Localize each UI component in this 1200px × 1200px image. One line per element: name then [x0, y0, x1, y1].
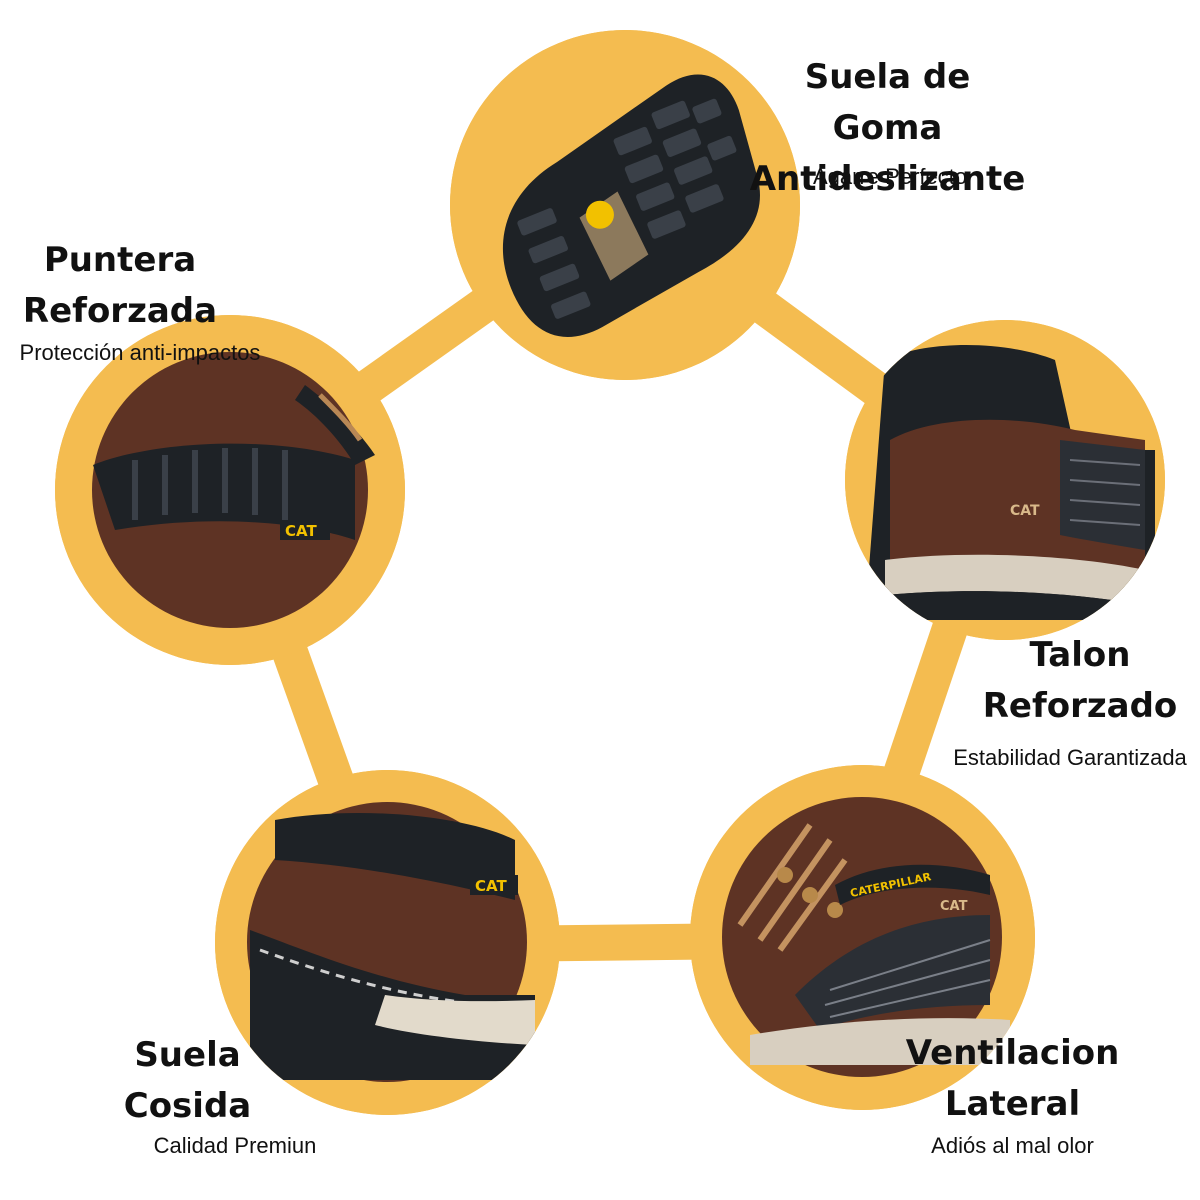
- toe-photo-circle: CAT: [55, 315, 405, 665]
- stitched-sole-photo: CAT: [215, 770, 560, 1115]
- sole-title: Suela de Goma Antideslizante: [745, 52, 1030, 205]
- toe-title: Puntera Reforzada: [0, 235, 240, 337]
- sole-subtitle: Agarre Perfecto: [812, 164, 968, 189]
- sole-title-line2: Antideslizante: [749, 159, 1026, 199]
- heel-title-line2: Reforzado: [982, 686, 1178, 726]
- vent-photo-circle: CATERPILLAR CAT: [690, 765, 1035, 1110]
- svg-text:CAT: CAT: [1010, 503, 1040, 519]
- svg-text:CAT: CAT: [475, 877, 507, 895]
- svg-text:CAT: CAT: [285, 522, 317, 540]
- vent-subtitle: Adiós al mal olor: [931, 1133, 1094, 1158]
- heel-title: Talon Reforzado: [965, 630, 1195, 732]
- stitched-title: Suela Cosida: [90, 1030, 285, 1132]
- sole-photo-circle: [450, 30, 800, 380]
- toe-subtitle: Protección anti-impactos: [19, 340, 261, 365]
- vent-title-line1: Ventilacion: [905, 1033, 1120, 1073]
- stitched-photo-circle: CAT: [215, 770, 560, 1115]
- sole-title-line1: Suela de Goma: [804, 57, 971, 148]
- toe-title-line1: Puntera: [43, 240, 197, 280]
- side-ventilation-photo: CATERPILLAR CAT: [690, 765, 1035, 1110]
- reinforced-toe-photo: CAT: [55, 315, 405, 665]
- heel-title-line1: Talon: [1029, 635, 1131, 675]
- rubber-sole-tread-photo: [450, 30, 800, 380]
- stitched-title-line1: Suela: [134, 1035, 241, 1075]
- stitched-subtitle: Calidad Premiun: [153, 1133, 317, 1158]
- vent-title: Ventilacion Lateral: [890, 1028, 1135, 1130]
- toe-title-line2: Reforzada: [22, 291, 218, 331]
- vent-title-line2: Lateral: [944, 1084, 1081, 1124]
- reinforced-heel-photo: CAT: [845, 320, 1165, 640]
- svg-text:CAT: CAT: [940, 899, 968, 914]
- heel-photo-circle: CAT: [845, 320, 1165, 640]
- stitched-title-line2: Cosida: [123, 1086, 252, 1126]
- heel-subtitle: Estabilidad Garantizada: [953, 745, 1187, 770]
